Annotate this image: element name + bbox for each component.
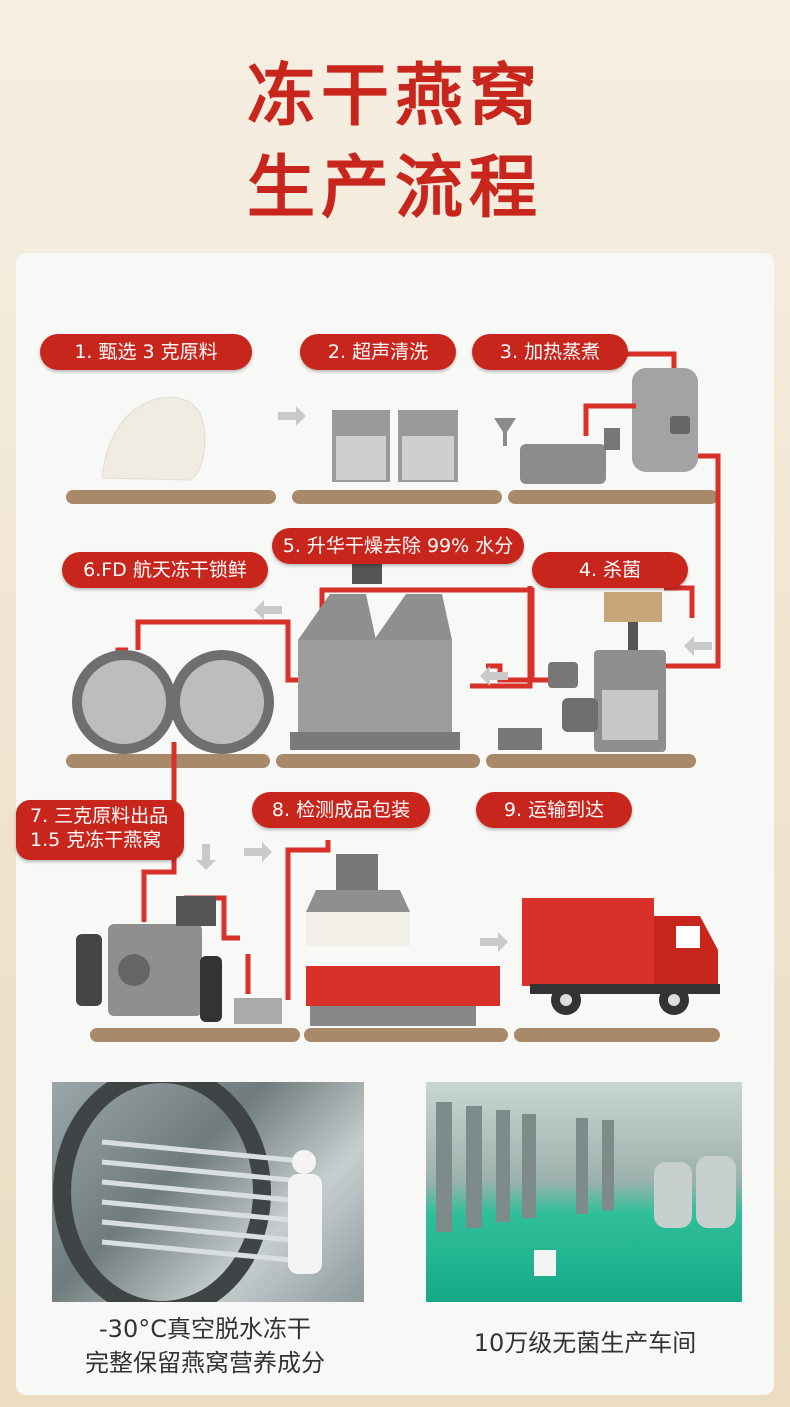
fd-chamber-icon: [72, 650, 274, 754]
step-7-label-line-2: 1.5 克冻干燕窝: [30, 829, 162, 851]
step-1-label: 1. 甄选 3 克原料: [40, 334, 252, 370]
arrow-left-icon-3: [684, 636, 712, 656]
cleanroom-photo: [426, 1082, 742, 1302]
step-7-label-line-1: 7. 三克原料出品: [30, 805, 169, 827]
arrow-right-icon-2: [244, 842, 272, 862]
freeze-dry-chamber-icon: [53, 1082, 322, 1302]
step-9-label: 9. 运输到达: [476, 792, 632, 828]
photo-1-caption-line-2: 完整保留燕窝营养成分: [85, 1349, 325, 1377]
delivery-truck-icon: [522, 898, 720, 1015]
shelf-9: [514, 1028, 720, 1042]
arrow-left-icon: [254, 600, 282, 620]
bird-nest-icon: [101, 396, 206, 481]
shelf-1: [66, 490, 276, 504]
photo-2-caption-line-1: 10万级无菌生产车间: [473, 1329, 697, 1357]
arrow-down-icon: [196, 844, 216, 870]
page-title-line-1: 冻干燕窝: [246, 57, 543, 136]
shelf-5: [276, 754, 480, 768]
shelf-8: [304, 1028, 508, 1042]
step-6-label: 6.FD 航天冻干锁鲜: [62, 552, 268, 588]
grinder-machine-icon: [76, 896, 282, 1024]
packaging-machine-icon: [306, 854, 500, 1026]
freeze-dry-photo: [52, 1082, 364, 1302]
photo-1-caption-line-1: -30°C真空脱水冻干: [99, 1315, 311, 1343]
step-2-label: 2. 超声清洗: [300, 334, 456, 370]
ultrasonic-washer-icon: [332, 410, 458, 482]
sublimation-dryer-icon: [290, 564, 542, 750]
shelf-3: [508, 490, 718, 504]
shelf-7: [90, 1028, 300, 1042]
step-3-label: 3. 加热蒸煮: [472, 334, 628, 370]
step-8-label: 8. 检测成品包装: [252, 792, 430, 828]
page-title-line-2: 生产流程: [246, 149, 543, 228]
arrow-left-icon-2: [480, 666, 508, 686]
shelf-6: [486, 754, 696, 768]
step-7-label: 7. 三克原料出品 1.5 克冻干燕窝: [16, 800, 184, 860]
arrow-right-icon: [278, 406, 306, 426]
photo-1-caption: -30°C真空脱水冻干 完整保留燕窝营养成分: [40, 1312, 370, 1380]
heating-cooker-icon: [494, 368, 698, 484]
arrow-right-icon-3: [480, 932, 508, 952]
shelf-4: [66, 754, 270, 768]
photo-2-caption: 10万级无菌生产车间: [420, 1326, 750, 1360]
step-4-label: 4. 杀菌: [532, 552, 688, 588]
cleanroom-tanks-icon: [436, 1102, 736, 1276]
shelf-2: [292, 490, 502, 504]
sterilizer-icon: [548, 592, 666, 752]
step-5-label: 5. 升华干燥去除 99% 水分: [272, 528, 524, 564]
